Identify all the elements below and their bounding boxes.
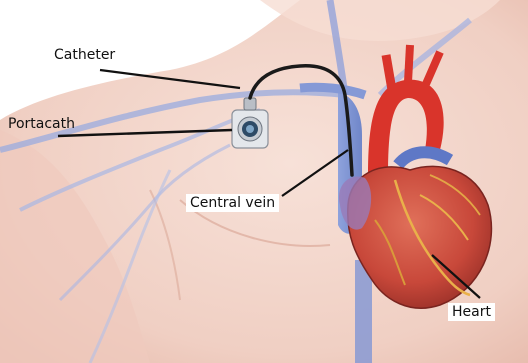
heart-label: Heart <box>448 303 495 321</box>
aortic-branch-2 <box>408 45 410 82</box>
aortic-branch-1 <box>386 55 392 90</box>
portacath-label: Portacath <box>8 115 75 133</box>
catheter-label: Catheter <box>54 46 115 64</box>
central-vein-label: Central vein <box>186 194 279 212</box>
